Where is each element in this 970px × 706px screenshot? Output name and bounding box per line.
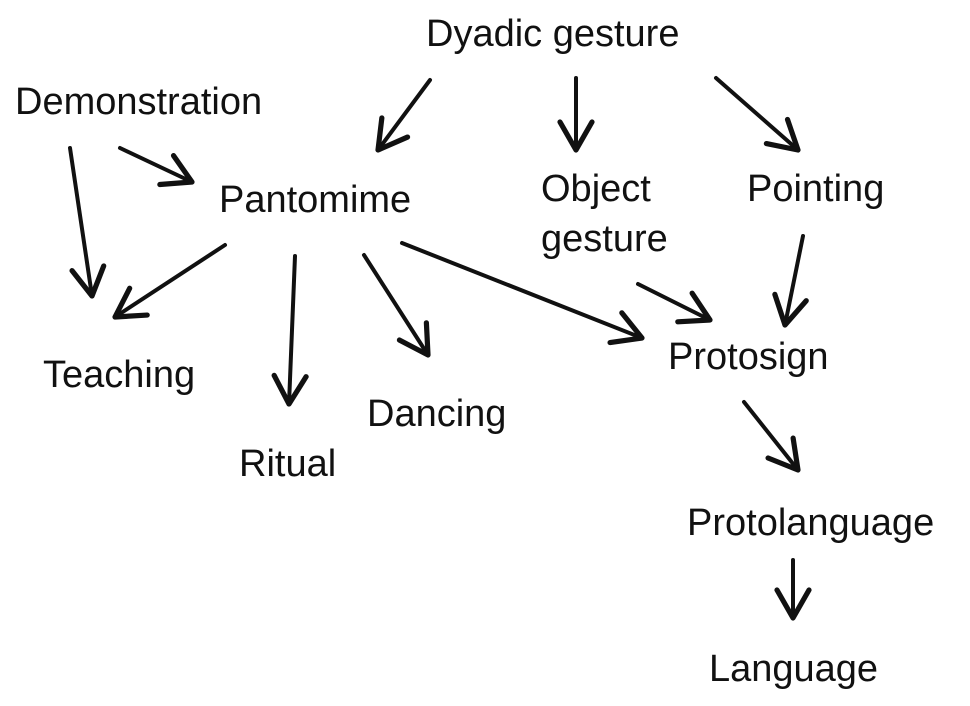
edge-dyadic-to-pointing [714,76,801,153]
node-dancing: Dancing [367,393,506,435]
node-pointing: Pointing [747,168,884,210]
edge-pointing-to-protosign [772,234,809,328]
edge-protosign-to-protolanguage [742,400,801,473]
edge-demonstration-to-pantomime [118,146,195,188]
node-pantomime: Pantomime [219,179,411,221]
edge-demonstration-to-teaching [68,146,107,299]
edge-pantomime-to-dancing [362,253,431,358]
node-teaching: Teaching [43,354,195,396]
edges [68,76,812,621]
edge-pantomime-to-teaching [112,243,227,320]
node-object-gesture-line2: gesture [541,218,668,260]
edge-object-gesture-to-protosign [636,282,713,325]
node-protosign: Protosign [668,336,829,378]
node-object-gesture-line1: Object [541,168,651,210]
node-language: Language [709,648,878,690]
node-dyadic-gesture: Dyadic gesture [426,13,679,55]
node-ritual: Ritual [239,443,336,485]
edge-dyadic-to-pantomime [375,78,432,153]
edge-pantomime-to-ritual [271,254,309,407]
edge-pantomime-to-protosign [400,241,645,346]
node-protolanguage: Protolanguage [687,502,934,544]
node-demonstration: Demonstration [15,81,262,123]
nodes: Dyadic gesture Demonstration Pantomime O… [15,13,934,690]
